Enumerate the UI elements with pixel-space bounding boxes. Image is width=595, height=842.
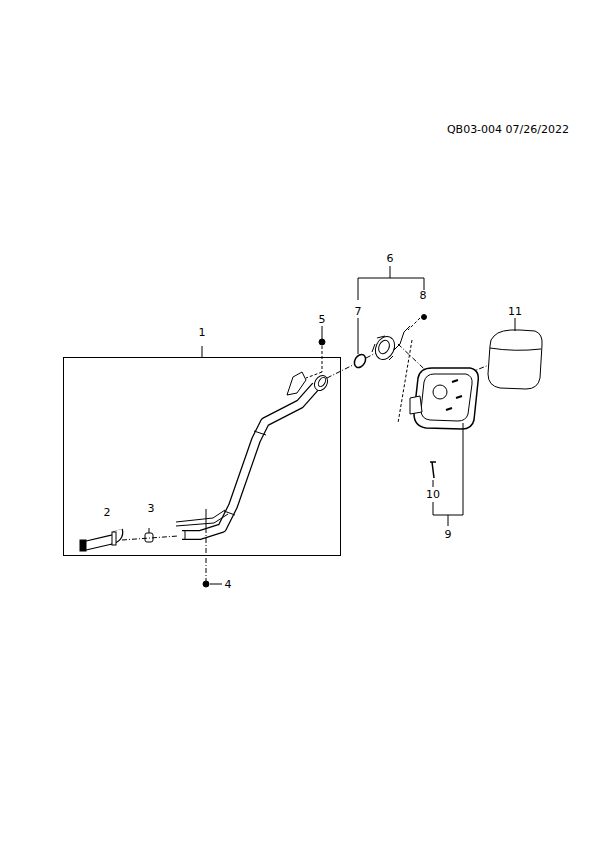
callout-number: 5 [319, 314, 326, 325]
drawing-code: QB03-004 07/26/2022 [447, 124, 569, 135]
callout-number: 9 [445, 529, 452, 540]
pipe-band [185, 530, 186, 540]
bolt [203, 581, 209, 587]
callout-number: 1 [199, 327, 206, 338]
mounting-bracket [287, 372, 306, 395]
fuel-cap [372, 333, 398, 362]
leader-line [322, 326, 323, 339]
leader-line [390, 266, 391, 278]
clamp [145, 533, 153, 542]
leader-line [210, 584, 222, 585]
filler-housing [414, 368, 478, 429]
leader-line [202, 346, 203, 357]
filler-neck-inner [317, 376, 327, 388]
callout-number: 7 [355, 306, 362, 317]
fuel-door [488, 330, 542, 389]
hose-clamp [80, 540, 86, 551]
breather-tube [176, 514, 228, 526]
leader-line [433, 480, 434, 487]
filler-pipe-fill [182, 386, 316, 535]
center-line [322, 346, 323, 372]
center-line [206, 528, 207, 581]
group-bracket [358, 278, 424, 300]
callout-number: 6 [387, 253, 394, 264]
leader-line [515, 318, 516, 331]
fuel-cap-grip [377, 339, 392, 356]
callout-number: 4 [225, 579, 232, 590]
group-bracket [433, 423, 463, 526]
bolt [319, 339, 325, 345]
hose-fill [84, 530, 118, 546]
fuel-cap-ribs [372, 336, 393, 360]
center-line [408, 318, 420, 330]
gasket [352, 352, 368, 369]
callout-number: 11 [508, 306, 522, 317]
filler-pipe [182, 386, 316, 535]
filler-neck [312, 373, 330, 393]
fuel-door-edge [490, 348, 541, 350]
callout-number: 2 [104, 507, 111, 518]
assembly-frame: 1 [63, 357, 341, 556]
housing-opening [433, 385, 447, 399]
housing-inner [421, 374, 472, 421]
hose [84, 530, 118, 546]
callout-number: 8 [420, 290, 427, 301]
screw [430, 462, 436, 478]
hose-end [112, 532, 116, 545]
pipe-band [224, 511, 235, 515]
housing-tab [446, 380, 462, 410]
center-line [306, 372, 322, 378]
center-line [122, 536, 178, 540]
callout-number: 10 [426, 489, 440, 500]
pipe-bracket [206, 509, 207, 528]
cap-tether [394, 326, 410, 350]
callout-number: 3 [148, 503, 155, 514]
housing-hinge [410, 396, 422, 414]
pipe-band [254, 431, 266, 435]
leader-line [358, 318, 359, 354]
clamp-tab [149, 528, 150, 533]
tether-clip [422, 315, 427, 320]
